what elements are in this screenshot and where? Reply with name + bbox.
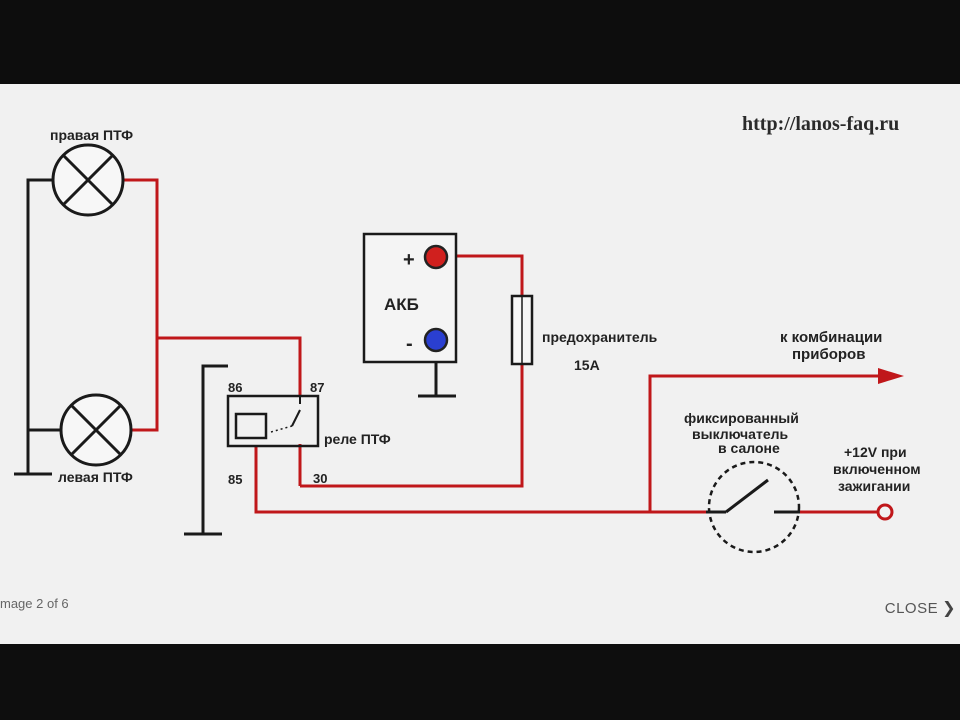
close-label: CLOSE [884, 599, 939, 617]
supply-label-line2: включенном [833, 461, 921, 477]
minus-sign: - [406, 333, 413, 355]
relay-pin-86: 86 [228, 380, 242, 395]
top-bar [0, 0, 960, 84]
chevron-right-icon: ❯ [942, 600, 956, 617]
switch-label-line2: выключатель [692, 426, 789, 442]
switch-label-line3: в салоне [718, 440, 780, 456]
lamp-right-icon [51, 143, 125, 217]
fuse-label: предохранитель [542, 329, 658, 345]
lamp-right-label: правая ПТФ [50, 127, 133, 143]
close-button[interactable]: CLOSE ❯ [885, 598, 956, 618]
wiring-diagram: правая ПТФ левая ПТФ + - АКБ предохранит… [0, 84, 960, 644]
to-cluster-line1: к комбинации [780, 329, 882, 346]
arrow-icon [878, 368, 904, 384]
relay-box [226, 394, 320, 448]
red-wires [124, 178, 880, 514]
fuse-rating: 15А [574, 357, 600, 373]
ignition-switch-icon [706, 460, 801, 554]
supply-terminal-icon [876, 503, 894, 521]
relay-pin-85: 85 [228, 472, 242, 487]
plus-terminal-icon [423, 244, 449, 270]
relay-pin-30: 30 [313, 471, 327, 486]
relay-coil-icon [234, 412, 268, 440]
lightbox: правая ПТФ левая ПТФ + - АКБ предохранит… [0, 84, 960, 644]
image-counter: mage 2 of 6 [0, 596, 69, 611]
battery-label: АКБ [384, 295, 419, 314]
relay-label: реле ПТФ [324, 431, 391, 447]
lamp-left-label: левая ПТФ [58, 469, 133, 485]
to-cluster-line2: приборов [792, 346, 865, 363]
lamp-left-icon [59, 393, 133, 467]
minus-terminal-icon [423, 327, 449, 353]
watermark: http://lanos-faq.ru [742, 113, 899, 135]
plus-sign: + [403, 249, 415, 271]
switch-label-line1: фиксированный [684, 410, 799, 426]
background-page [0, 644, 960, 720]
supply-label-line3: зажигании [838, 478, 910, 494]
supply-label-line1: +12V при [844, 444, 907, 460]
relay-pin-87: 87 [310, 380, 324, 395]
